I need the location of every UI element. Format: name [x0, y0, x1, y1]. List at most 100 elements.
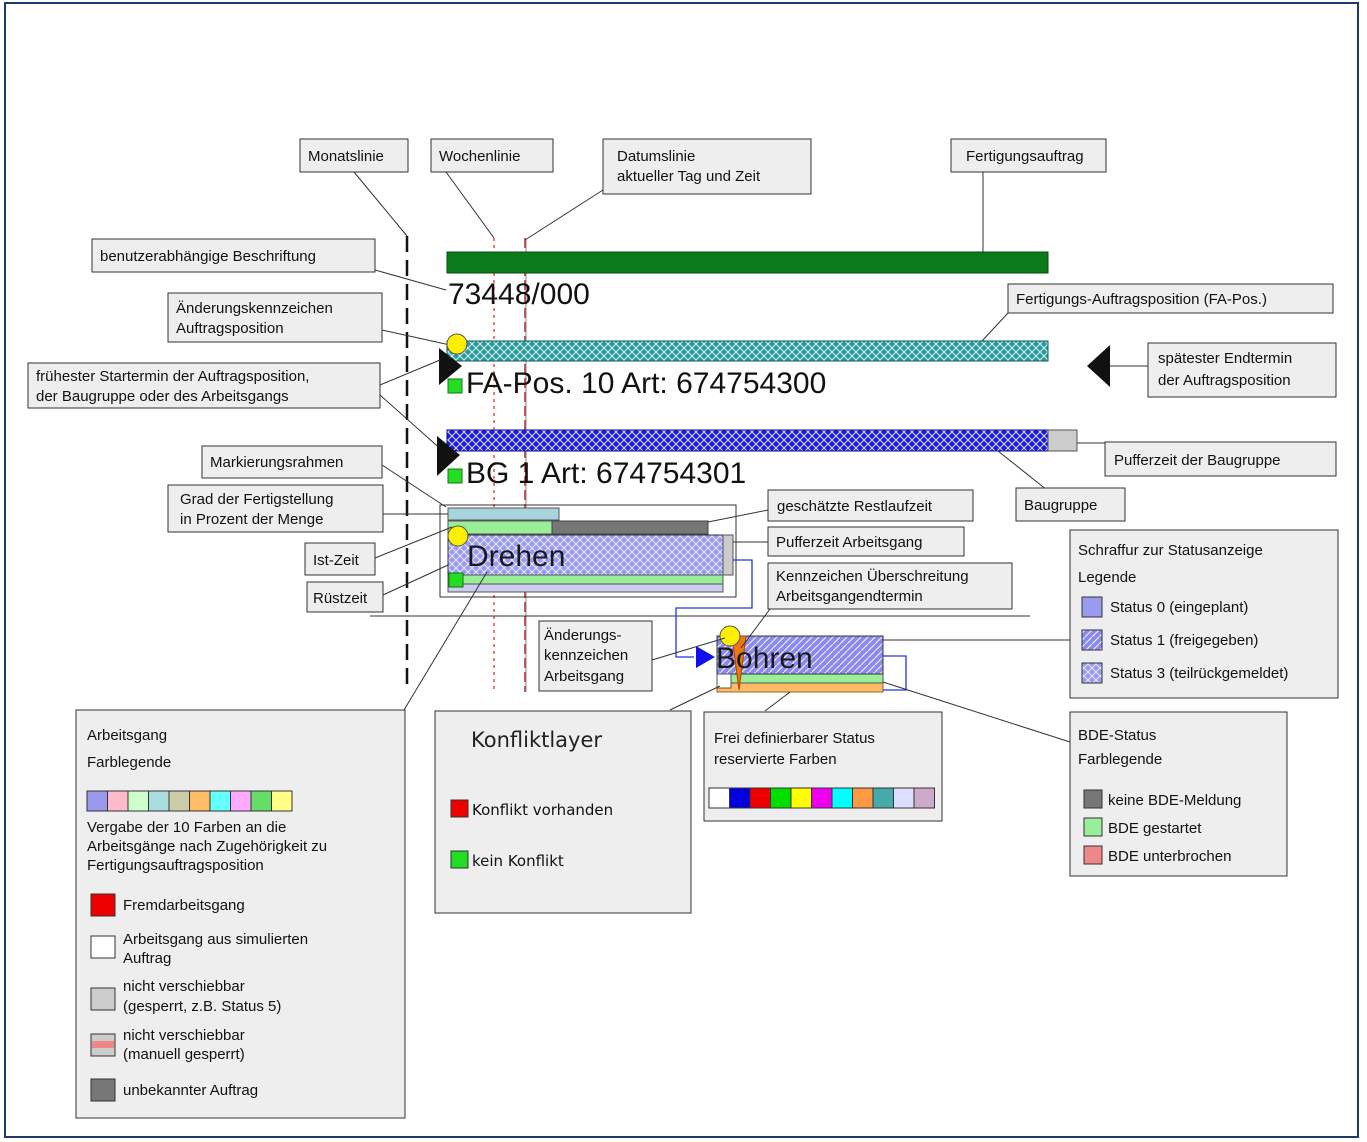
ruestzeit-bar[interactable]	[447, 574, 724, 585]
svg-text:Ist-Zeit: Ist-Zeit	[313, 552, 360, 569]
frei-palette-swatch	[852, 787, 874, 809]
svg-text:BDE-Status: BDE-Status	[1078, 727, 1156, 744]
ag-palette-swatch	[168, 790, 190, 812]
svg-text:nicht verschiebbar: nicht verschiebbar	[123, 1027, 245, 1044]
svg-text:Änderungskennzeichen: Änderungskennzeichen	[176, 300, 333, 317]
callout-pufferzeit-bg: Pufferzeit der Baugruppe	[1077, 441, 1337, 477]
ag-palette-swatch	[148, 790, 170, 812]
svg-text:Legende: Legende	[1078, 569, 1136, 586]
leader-frei	[764, 691, 791, 712]
svg-text:(gesperrt, z.B. Status 5): (gesperrt, z.B. Status 5)	[123, 998, 281, 1015]
drehen-bar[interactable]	[447, 534, 724, 576]
manuell-swatch-stripe	[92, 1041, 114, 1048]
ag-palette-swatch	[189, 790, 211, 812]
pufferzeit-ag-bar[interactable]	[722, 534, 734, 576]
aenderung-ap-marker[interactable]	[446, 333, 468, 355]
fertigstellung-bar[interactable]	[447, 507, 560, 521]
aenderung-ag-marker-bohren[interactable]	[719, 625, 741, 647]
fremd-swatch	[90, 893, 116, 917]
svg-text:Pufferzeit der Baugruppe: Pufferzeit der Baugruppe	[1114, 452, 1281, 469]
leader-drehen-arbeitsgang	[403, 571, 488, 711]
svg-text:Rüstzeit: Rüstzeit	[313, 590, 368, 607]
bde-keine-swatch	[1083, 789, 1103, 809]
fruehester-start-marker-bg[interactable]	[437, 436, 460, 476]
callout-pufferzeit-ag: Pufferzeit Arbeitsgang	[733, 526, 965, 557]
svg-text:Auftragsposition: Auftragsposition	[176, 320, 284, 337]
callout-datumslinie: Datumslinie aktueller Tag und Zeit	[524, 138, 812, 241]
svg-text:Farblegende: Farblegende	[87, 754, 171, 771]
callout-monatslinie: Monatslinie	[299, 138, 409, 237]
drehen-bottom-bar	[447, 583, 724, 593]
baugruppe-bar[interactable]	[446, 429, 1049, 452]
bohren-bde-bar[interactable]	[716, 673, 884, 684]
pufferzeit-bg-bar[interactable]	[1047, 429, 1078, 452]
svg-text:aktueller Tag und Zeit: aktueller Tag und Zeit	[617, 168, 761, 185]
svg-text:Arbeitsgangendtermin: Arbeitsgangendtermin	[776, 588, 923, 605]
svg-text:Änderungs-: Änderungs-	[544, 627, 622, 644]
callout-aenderung-ap: Änderungskennzeichen Auftragsposition	[167, 292, 451, 346]
svg-text:Schraffur zur Statusanzeige: Schraffur zur Statusanzeige	[1078, 542, 1263, 559]
frei-palette-swatch	[749, 787, 771, 809]
konflikt-marker-fa[interactable]	[447, 378, 463, 394]
fa-pos-label: FA-Pos. 10 Art: 674754300	[466, 367, 826, 400]
frei-palette-swatch	[729, 787, 751, 809]
frei-palette-swatch	[872, 787, 894, 809]
svg-text:in Prozent der Menge: in Prozent der Menge	[180, 511, 323, 528]
arbeitsgang-palette	[86, 790, 293, 812]
ag-palette-swatch	[271, 790, 293, 812]
svg-text:kein Konflikt: kein Konflikt	[472, 852, 564, 870]
spaetester-end-marker[interactable]	[1087, 345, 1110, 387]
markierungsrahmen	[439, 504, 737, 598]
svg-text:reservierte Farben: reservierte Farben	[714, 751, 837, 768]
auftrag-label: 73448/000	[448, 278, 590, 311]
status-0-swatch	[1081, 596, 1103, 618]
svg-text:Arbeitsgänge nach Zugehörigkei: Arbeitsgänge nach Zugehörigkeit zu	[87, 838, 327, 855]
konflikt-marker-drehen[interactable]	[448, 572, 464, 588]
frei-palette-swatch	[811, 787, 833, 809]
svg-text:Konfliktlayer: Konfliktlayer	[471, 728, 602, 752]
bde-unterbrochen-swatch	[1083, 845, 1103, 865]
frei-legend: Frei definierbarer Status reservierte Fa…	[703, 711, 943, 822]
bohren-sim-marker	[716, 673, 732, 689]
svg-text:(manuell gesperrt): (manuell gesperrt)	[123, 1046, 245, 1063]
aenderung-ag-marker-drehen[interactable]	[447, 525, 469, 547]
svg-text:Konflikt vorhanden: Konflikt vorhanden	[472, 801, 613, 819]
konflikt-marker-bg[interactable]	[447, 468, 463, 484]
svg-text:Frei definierbarer Status: Frei definierbarer Status	[714, 730, 875, 747]
fertigungsauftrag-bar[interactable]	[446, 251, 1049, 274]
fruehester-start-marker[interactable]	[439, 348, 462, 385]
frei-palette-swatch	[790, 787, 812, 809]
svg-text:BDE gestartet: BDE gestartet	[1108, 820, 1202, 837]
status-1-swatch	[1081, 629, 1103, 651]
svg-text:nicht verschiebbar: nicht verschiebbar	[123, 978, 245, 995]
svg-text:Vergabe der 10 Farben an die: Vergabe der 10 Farben an die	[87, 819, 286, 836]
restlaufzeit-bar[interactable]	[551, 520, 709, 535]
svg-text:BDE unterbrochen: BDE unterbrochen	[1108, 848, 1231, 865]
svg-text:Status 1 (freigegeben): Status 1 (freigegeben)	[1110, 632, 1258, 649]
svg-text:Pufferzeit Arbeitsgang: Pufferzeit Arbeitsgang	[776, 534, 922, 551]
callout-ruestzeit: Rüstzeit	[306, 564, 449, 613]
svg-text:kennzeichen: kennzeichen	[544, 647, 628, 664]
svg-text:spätester Endtermin: spätester Endtermin	[1158, 350, 1292, 367]
leader-bde	[882, 681, 1071, 743]
callout-beschriftung: benutzerabhängige Beschriftung	[91, 238, 447, 291]
svg-text:Datumslinie: Datumslinie	[617, 148, 695, 165]
frei-palette-swatch	[893, 787, 915, 809]
ag-palette-swatch	[86, 790, 108, 812]
svg-text:Markierungsrahmen: Markierungsrahmen	[210, 454, 343, 471]
svg-text:Wochenlinie: Wochenlinie	[439, 148, 520, 165]
diagram-frame	[4, 2, 1359, 1138]
arbeitsgang-legend: Arbeitsgang Farblegende Vergabe der 10 F…	[75, 709, 406, 1119]
svg-text:der Auftragsposition: der Auftragsposition	[1158, 372, 1291, 389]
callout-baugruppe: Baugruppe	[997, 450, 1126, 522]
callout-ueberschreitung: Kennzeichen Überschreitung Arbeitsgangen…	[740, 562, 1013, 649]
kein-konflikt-swatch	[450, 850, 469, 869]
unbekannt-swatch	[90, 1078, 116, 1102]
fruehester-start-marker-bohren[interactable]	[696, 646, 715, 668]
bde-gestartet-swatch	[1083, 817, 1103, 837]
svg-text:Arbeitsgang aus simulierten: Arbeitsgang aus simulierten	[123, 931, 308, 948]
callout-fa-pos: Fertigungs-Auftragsposition (FA-Pos.)	[981, 283, 1334, 342]
fa-pos-bar[interactable]	[446, 340, 1049, 362]
svg-text:der Baugruppe oder des Arbeits: der Baugruppe oder des Arbeitsgangs	[36, 388, 289, 405]
